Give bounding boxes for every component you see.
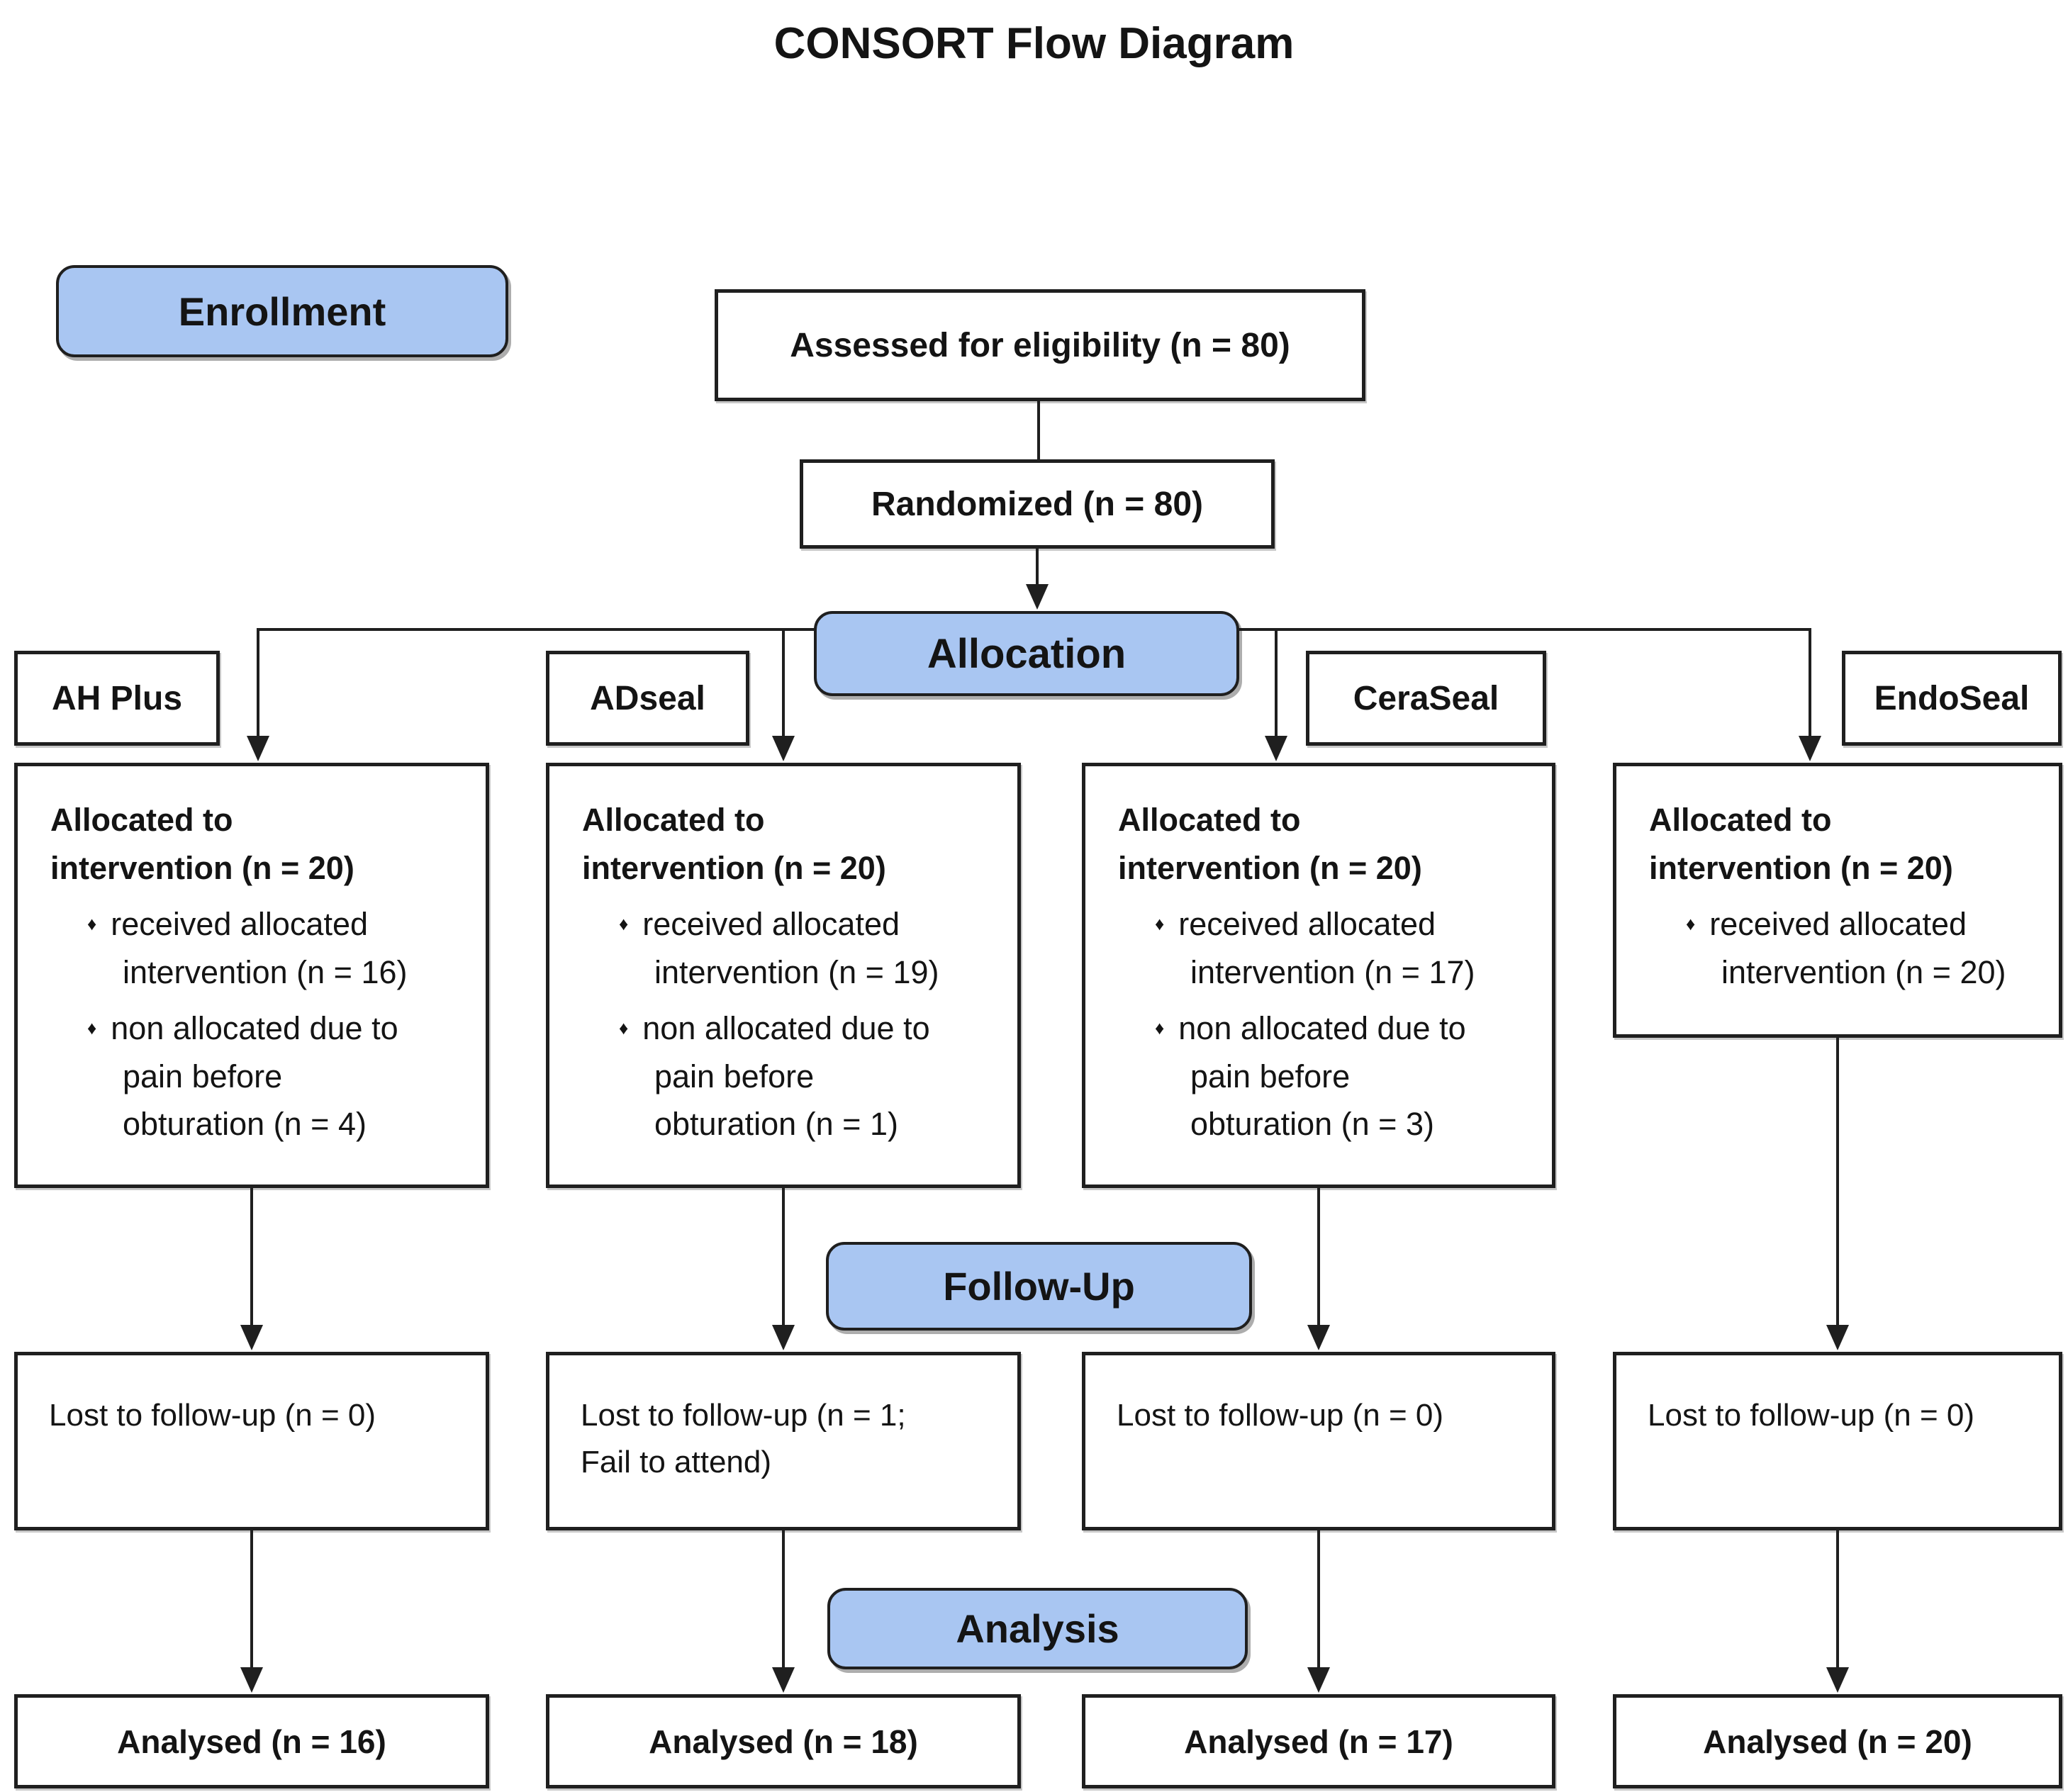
assessed-to-randomized-connector xyxy=(1037,401,1040,461)
followup-arrow-endoseal-head xyxy=(1826,1325,1849,1350)
allocation-arrow-endoseal-line xyxy=(1809,629,1811,739)
bullet-line: ♦ received allocated xyxy=(50,900,466,948)
bullet-line-continuation: intervention (n = 19) xyxy=(654,953,939,990)
analysis-arrow-adseal-line xyxy=(782,1530,785,1670)
analysis-arrow-endoseal-line xyxy=(1836,1530,1839,1670)
bullet-diamond-icon: ♦ xyxy=(87,913,97,934)
bullet-diamond-icon: ♦ xyxy=(619,913,629,934)
bullet-line: ♦ received allocated xyxy=(1649,900,2039,948)
arm-label-ah-plus: AH Plus xyxy=(14,651,220,746)
allocated-title-line: Allocated to xyxy=(1118,802,1301,838)
bullet-text: non allocated due to xyxy=(642,1010,930,1046)
analysis-arrow-ceraseal-line xyxy=(1317,1530,1320,1670)
bullet-line-continuation: obturation (n = 4) xyxy=(123,1106,367,1142)
bullet-line: ♦ non allocated due to xyxy=(50,1004,466,1053)
followup-arrow-ah-plus-head xyxy=(240,1325,263,1350)
lost-to-followup-box-ah-plus: Lost to follow-up (n = 0) xyxy=(14,1352,489,1530)
allocated-title-line: intervention (n = 20) xyxy=(1118,849,1422,886)
randomized-box: Randomized (n = 80) xyxy=(800,459,1275,549)
allocation-arrow-adseal-line xyxy=(782,629,785,739)
lost-to-followup-line: Lost to follow-up (n = 0) xyxy=(1648,1398,1975,1433)
assessed-eligibility-box: Assessed for eligibility (n = 80) xyxy=(715,289,1365,401)
followup-arrow-endoseal-line xyxy=(1836,1038,1839,1328)
allocation-arrow-ceraseal-line xyxy=(1275,629,1278,739)
bullet-text: received allocated xyxy=(642,906,900,942)
bullet-text: received allocated xyxy=(111,906,369,942)
randomized-to-allocation-arrow-head xyxy=(1026,584,1049,610)
bullet-line: ♦ non allocated due to xyxy=(1118,1004,1532,1053)
bullet-line: ♦ received allocated xyxy=(1118,900,1532,948)
allocated-box-ah-plus: Allocated to intervention (n = 20) ♦ receiv… xyxy=(14,763,489,1188)
arm-label-adseal: ADseal xyxy=(546,651,749,746)
allocated-title-line: intervention (n = 20) xyxy=(1649,849,1953,886)
analysis-arrow-ah-plus-line xyxy=(250,1530,253,1670)
bullet-line-continuation: intervention (n = 20) xyxy=(1721,953,2006,990)
allocation-arrow-adseal-head xyxy=(772,736,795,761)
followup-arrow-adseal-head xyxy=(772,1325,795,1350)
bullet-line-continuation: intervention (n = 17) xyxy=(1190,953,1475,990)
allocation-arrow-ah-plus-line xyxy=(257,629,259,739)
allocated-title-line: intervention (n = 20) xyxy=(50,849,354,886)
analysed-box-ceraseal: Analysed (n = 17) xyxy=(1082,1694,1555,1788)
allocation-arrow-ah-plus-head xyxy=(247,736,269,761)
stage-banner-allocation: Allocation xyxy=(814,611,1239,696)
followup-arrow-adseal-line xyxy=(782,1188,785,1328)
analysis-arrow-ceraseal-head xyxy=(1307,1667,1330,1693)
bullet-line-continuation: pain before xyxy=(123,1058,283,1094)
bullet-line-continuation: pain before xyxy=(654,1058,815,1094)
randomized-to-allocation-arrow-line xyxy=(1036,549,1039,587)
bullet-line: ♦ non allocated due to xyxy=(582,1004,997,1053)
lost-to-followup-line: Lost to follow-up (n = 1; xyxy=(581,1398,906,1433)
analysed-box-adseal: Analysed (n = 18) xyxy=(546,1694,1021,1788)
allocation-arrow-endoseal-head xyxy=(1799,736,1821,761)
bullet-line-continuation: obturation (n = 1) xyxy=(654,1106,898,1142)
analysis-arrow-adseal-head xyxy=(772,1667,795,1693)
analysed-box-ah-plus: Analysed (n = 16) xyxy=(14,1694,489,1788)
lost-to-followup-line: Lost to follow-up (n = 0) xyxy=(1117,1398,1444,1433)
followup-arrow-ah-plus-line xyxy=(250,1188,253,1328)
lost-to-followup-box-ceraseal: Lost to follow-up (n = 0) xyxy=(1082,1352,1555,1530)
bullet-text: non allocated due to xyxy=(111,1010,398,1046)
bullet-diamond-icon: ♦ xyxy=(1155,1017,1165,1038)
lost-to-followup-box-adseal: Lost to follow-up (n = 1; Fail to attend) xyxy=(546,1352,1021,1530)
allocated-box-endoseal: Allocated to intervention (n = 20) ♦ receiv… xyxy=(1613,763,2062,1038)
bullet-text: received allocated xyxy=(1709,906,1967,942)
lost-to-followup-line: Lost to follow-up (n = 0) xyxy=(49,1398,376,1433)
bullet-text: non allocated due to xyxy=(1178,1010,1466,1046)
allocated-title-line: intervention (n = 20) xyxy=(582,849,886,886)
stage-banner-follow-up: Follow-Up xyxy=(826,1242,1252,1331)
bullet-text: received allocated xyxy=(1178,906,1436,942)
arm-label-ceraseal: CeraSeal xyxy=(1306,651,1546,746)
allocation-arrow-ceraseal-head xyxy=(1265,736,1287,761)
bullet-line-continuation: pain before xyxy=(1190,1058,1351,1094)
bullet-diamond-icon: ♦ xyxy=(1686,913,1696,934)
allocated-title-line: Allocated to xyxy=(582,802,765,838)
allocated-title-line: Allocated to xyxy=(1649,802,1832,838)
followup-arrow-ceraseal-line xyxy=(1317,1188,1320,1328)
followup-arrow-ceraseal-head xyxy=(1307,1325,1330,1350)
bullet-diamond-icon: ♦ xyxy=(87,1017,97,1038)
analysis-arrow-endoseal-head xyxy=(1826,1667,1849,1693)
stage-banner-analysis: Analysis xyxy=(827,1588,1248,1669)
bullet-line: ♦ received allocated xyxy=(582,900,997,948)
bullet-diamond-icon: ♦ xyxy=(1155,913,1165,934)
bullet-line-continuation: obturation (n = 3) xyxy=(1190,1106,1434,1142)
lost-to-followup-box-endoseal: Lost to follow-up (n = 0) xyxy=(1613,1352,2062,1530)
bullet-line-continuation: intervention (n = 16) xyxy=(123,953,408,990)
bullet-diamond-icon: ♦ xyxy=(619,1017,629,1038)
allocated-box-ceraseal: Allocated to intervention (n = 20) ♦ receiv… xyxy=(1082,763,1555,1188)
allocated-title-line: Allocated to xyxy=(50,802,233,838)
stage-banner-enrollment: Enrollment xyxy=(56,265,508,357)
analysed-box-endoseal: Analysed (n = 20) xyxy=(1613,1694,2062,1788)
lost-to-followup-line: Fail to attend) xyxy=(581,1445,772,1479)
allocated-box-adseal: Allocated to intervention (n = 20) ♦ receiv… xyxy=(546,763,1021,1188)
page-title: CONSORT Flow Diagram xyxy=(773,19,1295,68)
analysis-arrow-ah-plus-head xyxy=(240,1667,263,1693)
arm-label-endoseal: EndoSeal xyxy=(1842,651,2062,746)
